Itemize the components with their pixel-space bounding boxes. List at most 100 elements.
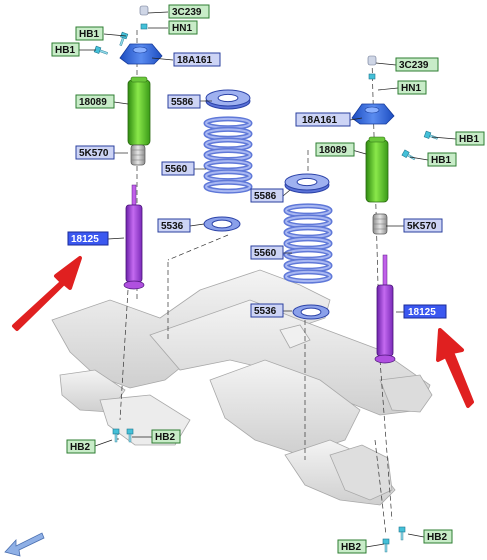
label-left-3c239[interactable]: 3C239 — [168, 4, 210, 19]
bolt-head — [112, 428, 120, 435]
label-right-hb1-b[interactable]: HB1 — [427, 152, 457, 167]
leader-lines — [78, 11, 457, 548]
label-right-18089[interactable]: 18089 — [315, 142, 355, 157]
label-text: 5560 — [254, 248, 277, 259]
label-left-18a161[interactable]: 18A161 — [173, 52, 221, 67]
bolt-shank — [384, 543, 388, 553]
left-mount-bolt — [119, 31, 129, 46]
left-lower-bolt — [112, 428, 120, 443]
label-text: HB2 — [70, 442, 90, 453]
left-dust-boot — [130, 144, 146, 166]
right-upper-spring-seat — [284, 173, 330, 194]
washer-hole — [300, 307, 322, 317]
spring-coil-highlight — [205, 181, 251, 193]
label-text: HB1 — [79, 29, 99, 40]
right-coil-spring — [283, 203, 333, 284]
label-text: 18089 — [319, 145, 347, 156]
label-text: HB1 — [459, 134, 479, 145]
label-mid-5536[interactable]: 5536 — [157, 218, 191, 233]
red-pointer-arrow-icon — [436, 328, 474, 408]
shock-body — [376, 284, 394, 357]
shock-eye — [374, 354, 396, 364]
mount-boss — [132, 46, 148, 54]
seat-hole — [217, 93, 239, 103]
right-lower-bolt — [398, 526, 406, 541]
left-upper-spring-seat — [205, 89, 251, 110]
cap-nut — [139, 5, 149, 16]
bolt-head — [398, 526, 406, 533]
right-lower-spring-insulator — [292, 304, 330, 320]
label-right-5560[interactable]: 5560 — [250, 245, 284, 260]
label-right-hn1[interactable]: HN1 — [397, 80, 427, 95]
label-text: 18089 — [79, 97, 107, 108]
hex-nut — [140, 23, 148, 30]
shock-body — [125, 204, 143, 283]
label-left-5k570[interactable]: 5K570 — [75, 145, 115, 160]
label-text: HN1 — [172, 23, 192, 34]
seat-hole — [296, 177, 318, 187]
label-text: 18A161 — [177, 55, 212, 66]
label-text: HB2 — [155, 432, 175, 443]
hex-nut — [368, 73, 376, 80]
label-text: 3C239 — [399, 60, 429, 71]
right-dust-boot — [372, 213, 388, 235]
right-top-nut-assembly — [367, 55, 377, 80]
bump-stop-cap — [130, 76, 148, 83]
label-text: 5K570 — [407, 221, 437, 232]
label-mid-5560[interactable]: 5560 — [161, 161, 195, 176]
label-right-5586[interactable]: 5586 — [250, 188, 284, 203]
left-top-nut-assembly — [139, 5, 149, 30]
bolt-shank — [128, 433, 132, 443]
bolt-shank — [114, 433, 118, 443]
bolt-head — [382, 538, 390, 545]
label-right-hb2-a[interactable]: HB2 — [337, 539, 367, 554]
label-text: HB2 — [341, 542, 361, 553]
label-text: HN1 — [401, 83, 421, 94]
label-left-hb2-a[interactable]: HB2 — [66, 439, 96, 454]
label-text: 18125 — [408, 307, 436, 318]
label-left-hb2-b[interactable]: HB2 — [151, 429, 181, 444]
right-mount-bolt — [401, 149, 416, 161]
bump-stop-cap — [368, 136, 386, 143]
right-bump-stop — [365, 136, 389, 203]
part-labels: 3C239 HN1 HB1 HB1 18A161 18089 5K570 181… — [51, 4, 485, 554]
left-lower-spring-insulator — [203, 216, 241, 232]
label-text: 3C239 — [172, 7, 202, 18]
label-right-18125[interactable]: 18125 — [403, 304, 447, 319]
label-text: 5536 — [161, 221, 184, 232]
spring-coil-highlight — [285, 270, 331, 283]
bump-stop-body — [365, 139, 389, 203]
label-left-18089[interactable]: 18089 — [75, 94, 115, 109]
label-text: 18125 — [71, 234, 99, 245]
label-text: 5586 — [171, 97, 194, 108]
label-text: HB2 — [427, 532, 447, 543]
label-left-hb1-b[interactable]: HB1 — [51, 42, 80, 57]
label-text: 5586 — [254, 191, 277, 202]
label-right-18a161[interactable]: 18A161 — [295, 112, 351, 127]
mount-boss — [364, 106, 380, 114]
left-upper-mount — [119, 43, 163, 65]
label-text: 5560 — [165, 164, 188, 175]
label-right-5k570[interactable]: 5K570 — [403, 218, 443, 233]
label-left-18125[interactable]: 18125 — [67, 231, 109, 246]
label-mid-5586[interactable]: 5586 — [167, 94, 201, 109]
label-right-hb1-a[interactable]: HB1 — [455, 131, 485, 146]
back-arrow-icon[interactable] — [4, 532, 45, 557]
label-text: 5K570 — [79, 148, 109, 159]
shock-eye — [123, 280, 145, 290]
label-right-hb2-b[interactable]: HB2 — [423, 529, 453, 544]
bolt-head — [423, 130, 432, 139]
shock-rod — [131, 184, 137, 206]
label-left-hb1-a[interactable]: HB1 — [75, 26, 104, 41]
label-left-hn1[interactable]: HN1 — [168, 20, 198, 35]
red-pointer-arrow-icon — [12, 256, 82, 331]
label-right-5536[interactable]: 5536 — [250, 303, 284, 318]
mount-body — [119, 43, 163, 65]
right-lower-bolt — [382, 538, 390, 553]
label-text: 5536 — [254, 306, 277, 317]
label-text: 18A161 — [302, 115, 337, 126]
cap-nut — [367, 55, 377, 66]
label-right-3c239[interactable]: 3C239 — [395, 57, 439, 72]
label-text: HB1 — [55, 45, 75, 56]
